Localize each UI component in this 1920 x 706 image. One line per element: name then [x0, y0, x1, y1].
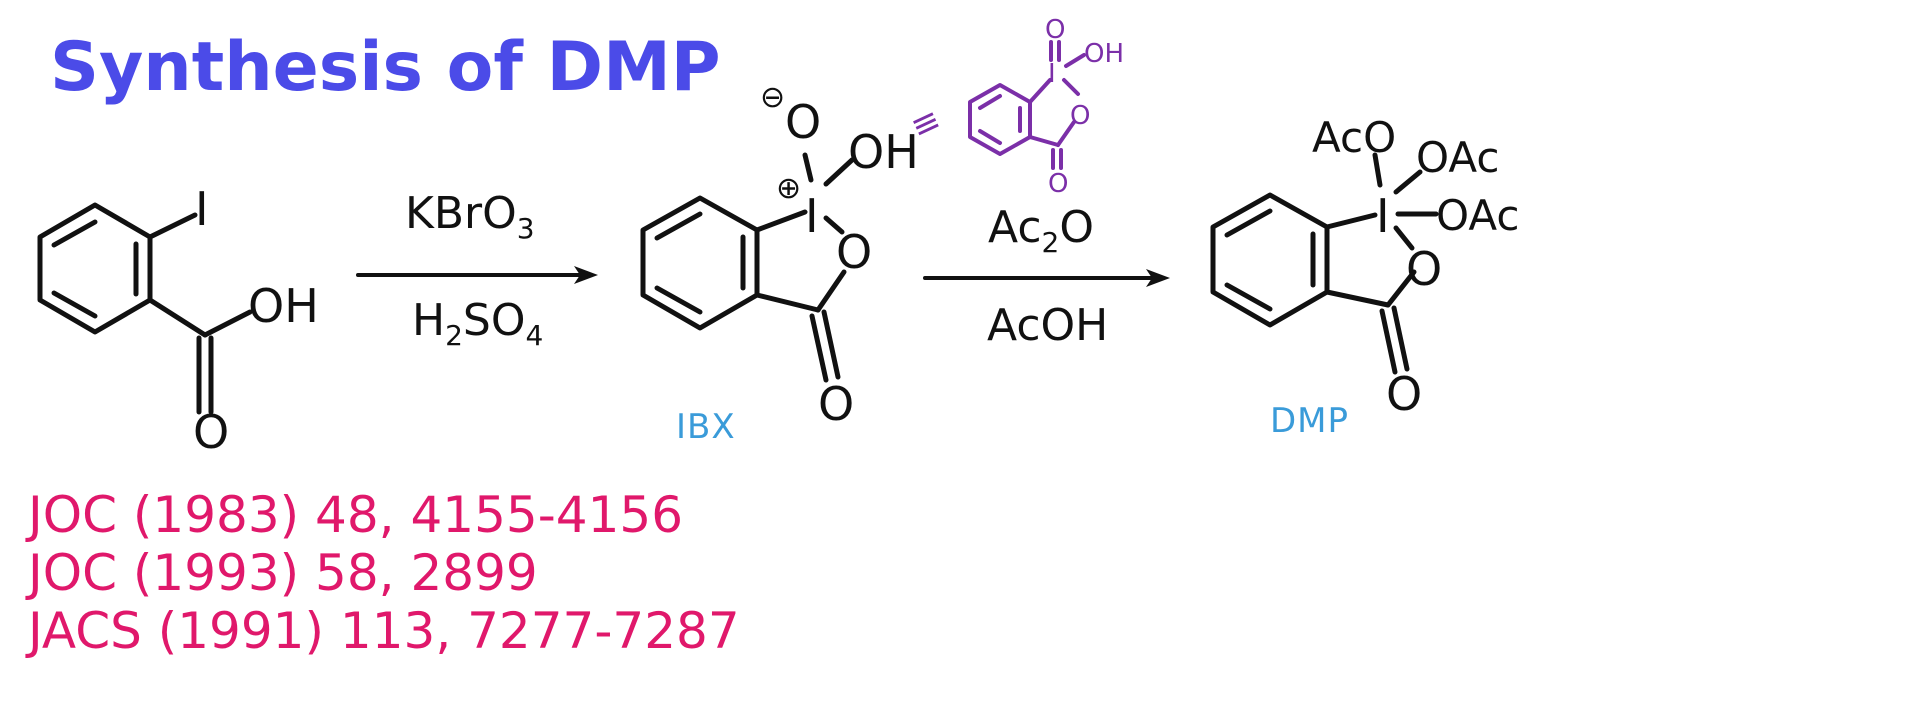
reaction-arrow-step-2: Ac2O AcOH — [923, 202, 1170, 351]
acetoxy-group: AcO — [1312, 113, 1396, 162]
compound-dmp: I AcO OAc OAc O O DMP — [1210, 113, 1519, 441]
references: JOC (1983) 48, 4155-4156 JOC (1993) 58, … — [25, 486, 740, 660]
i-o-ring-bond — [823, 215, 845, 235]
oxide-oxygen: O — [785, 95, 821, 149]
c-o-bond — [1056, 120, 1076, 147]
reference-line: JOC (1983) 48, 4155-4156 — [25, 486, 683, 544]
acetoxy-group: OAc — [1436, 191, 1519, 240]
carbonyl-oxygen: O — [1048, 169, 1068, 199]
ring-double-bond — [978, 94, 1002, 110]
ring-oxygen: O — [1406, 242, 1442, 296]
reagent-ac2o: Ac2O — [988, 202, 1094, 259]
reagent-acoh: AcOH — [987, 300, 1108, 351]
benzene-ring — [1210, 192, 1330, 328]
carbonyl-oxygen: O — [818, 377, 854, 431]
reference-line: JOC (1993) 58, 2899 — [25, 544, 538, 602]
ring-double-bond — [978, 129, 1002, 145]
ring-double-bond — [51, 219, 98, 248]
i-oh-bond — [1064, 53, 1086, 68]
c-c-bond — [1324, 289, 1391, 308]
iodine-atom: I — [805, 189, 819, 243]
c-c-bond — [1028, 135, 1060, 147]
page-title: Synthesis of DMP — [50, 28, 721, 107]
i-o-ring-bond — [1393, 225, 1415, 251]
ring-double-bond — [51, 290, 98, 319]
reagent-h2so4: H2SO4 — [412, 295, 543, 352]
carbonyl-bond — [1379, 308, 1398, 375]
starting-material-2-iodobenzoic-acid: I OH O — [37, 182, 319, 459]
reaction-arrow-step-1: KBrO3 H2SO4 — [356, 188, 598, 352]
carbonyl-bond — [1391, 305, 1410, 372]
negative-charge: ⊖ — [760, 80, 785, 115]
c-o-bond — [1385, 269, 1417, 308]
hydroxyl-group: OH — [248, 279, 319, 333]
benzene-ring — [640, 195, 760, 331]
reagent-kbro3: KBrO3 — [405, 188, 535, 245]
ring-double-bond — [654, 285, 703, 315]
carbonyl-bond — [809, 313, 829, 383]
hydroxyl-group: OH — [848, 125, 919, 179]
c-i-bond — [1028, 78, 1052, 104]
c-oh-bond — [202, 309, 253, 338]
carbonyl-oxygen: O — [193, 405, 229, 459]
ring-double-bond — [654, 211, 703, 241]
reference-line: JACS (1991) 113, 7277-7287 — [25, 602, 740, 660]
ring-double-bond — [1224, 282, 1273, 312]
acetoxy-group: OAc — [1416, 133, 1499, 182]
carbonyl-bond — [821, 309, 841, 380]
arrow-head — [574, 266, 598, 284]
iodine-atom: I — [1376, 189, 1390, 243]
c-i-bond — [1324, 212, 1378, 230]
ring-double-bond — [1224, 208, 1273, 238]
i-o-bond — [802, 152, 814, 183]
i-o-ring-bond — [1062, 78, 1080, 96]
i-oac-bond — [1372, 152, 1383, 188]
c-i-bond — [754, 209, 808, 233]
carbonyl-oxygen: O — [1386, 367, 1422, 421]
compound-ibx: I ⊕ O ⊖ OH O O IBX — [640, 80, 919, 447]
c-i-bond — [147, 212, 198, 240]
ring-oxygen: O — [836, 225, 872, 279]
ibx-label: IBX — [676, 407, 736, 447]
c-c-bond — [754, 292, 821, 313]
iodine-atom: I — [1048, 59, 1056, 89]
i-oac-bond — [1393, 169, 1423, 195]
oxide-oxygen: O — [1045, 15, 1065, 45]
c-c-bond — [147, 297, 208, 338]
hydroxyl-group: OH — [1084, 39, 1124, 69]
iodine-atom: I — [195, 182, 209, 236]
arrow-head — [1146, 269, 1170, 287]
positive-charge: ⊕ — [776, 171, 801, 206]
dmp-label: DMP — [1270, 401, 1349, 441]
i-oh-bond — [823, 157, 855, 187]
c-o-bond — [815, 269, 847, 313]
ibx-alternative-structure: I O OH O O — [968, 15, 1124, 199]
